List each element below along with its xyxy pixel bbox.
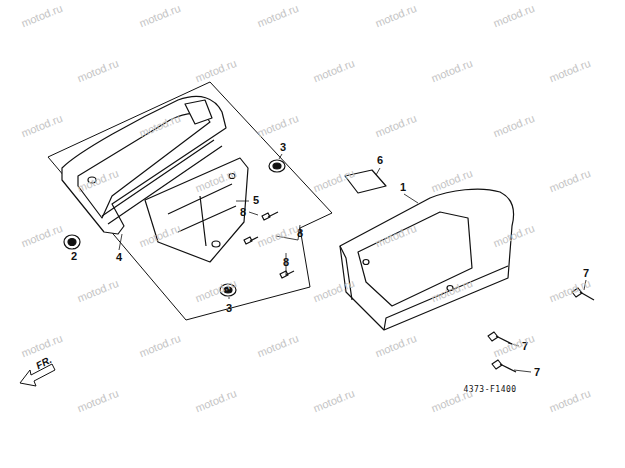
callout-number: 3 xyxy=(280,142,286,153)
callout-number: 2 xyxy=(71,251,77,262)
watermark: motod.ru xyxy=(312,388,356,414)
group-outline xyxy=(48,82,332,320)
watermark: motod.ru xyxy=(138,3,182,29)
watermark: motod.ru xyxy=(194,168,238,194)
watermark: motod.ru xyxy=(374,223,418,249)
watermark: motod.ru xyxy=(374,333,418,359)
watermark: motod.ru xyxy=(374,113,418,139)
side-cover xyxy=(340,189,514,330)
watermark: motod.ru xyxy=(430,388,474,414)
bracket-hole xyxy=(212,241,220,247)
callout-number: 6 xyxy=(377,155,383,166)
watermark: motod.ru xyxy=(430,58,474,84)
watermark: motod.ru xyxy=(492,113,536,139)
watermark: motod.ru xyxy=(430,168,474,194)
watermark: motod.ru xyxy=(20,333,64,359)
grommet xyxy=(64,160,285,296)
watermark: motod.ru xyxy=(548,388,592,414)
watermark: motod.ru xyxy=(76,278,120,304)
callout-number: 7 xyxy=(583,268,589,279)
bracket-ribs xyxy=(168,184,236,246)
watermark: motod.ru xyxy=(138,223,182,249)
watermark: motod.ru xyxy=(20,113,64,139)
callout-number: 7 xyxy=(534,367,540,378)
watermark: motod.ru xyxy=(20,3,64,29)
watermark: motod.ru xyxy=(76,58,120,84)
bracket-plate xyxy=(145,158,248,262)
watermark: motod.ru xyxy=(492,333,536,359)
callout-number: 1 xyxy=(400,182,406,193)
watermark: motod.ru xyxy=(194,58,238,84)
callout-number: 8 xyxy=(240,207,246,218)
callout-number: 5 xyxy=(253,195,259,206)
cover-hole xyxy=(363,260,369,265)
watermark: motod.ru xyxy=(548,168,592,194)
bolt xyxy=(488,288,594,372)
callout-number: 4 xyxy=(116,252,122,263)
watermark: motod.ru xyxy=(312,58,356,84)
watermark: motod.ru xyxy=(20,223,64,249)
watermark: motod.ru xyxy=(138,113,182,139)
watermark: motod.ru xyxy=(548,278,592,304)
callout-number: 3 xyxy=(226,303,232,314)
direction-label: FR. xyxy=(35,355,54,371)
watermark: motod.ru xyxy=(76,168,120,194)
watermark: motod.ru xyxy=(194,278,238,304)
callout-number: 8 xyxy=(283,257,289,268)
watermark: motod.ru xyxy=(256,223,300,249)
watermark: motod.ru xyxy=(256,3,300,29)
watermark: motod.ru xyxy=(312,168,356,194)
watermark: motod.ru xyxy=(256,113,300,139)
watermark: motod.ru xyxy=(194,388,238,414)
watermark: motod.ru xyxy=(256,333,300,359)
leader-line xyxy=(73,154,586,372)
watermark: motod.ru xyxy=(138,333,182,359)
watermark: motod.ru xyxy=(492,223,536,249)
watermark: motod.ru xyxy=(492,3,536,29)
watermark: motod.ru xyxy=(548,58,592,84)
side-cover-edge xyxy=(340,246,508,330)
watermark: motod.ru xyxy=(374,3,418,29)
watermark: motod.ru xyxy=(430,278,474,304)
side-cover-tab xyxy=(185,100,212,124)
watermark: motod.ru xyxy=(76,388,120,414)
watermark: motod.ru xyxy=(312,278,356,304)
